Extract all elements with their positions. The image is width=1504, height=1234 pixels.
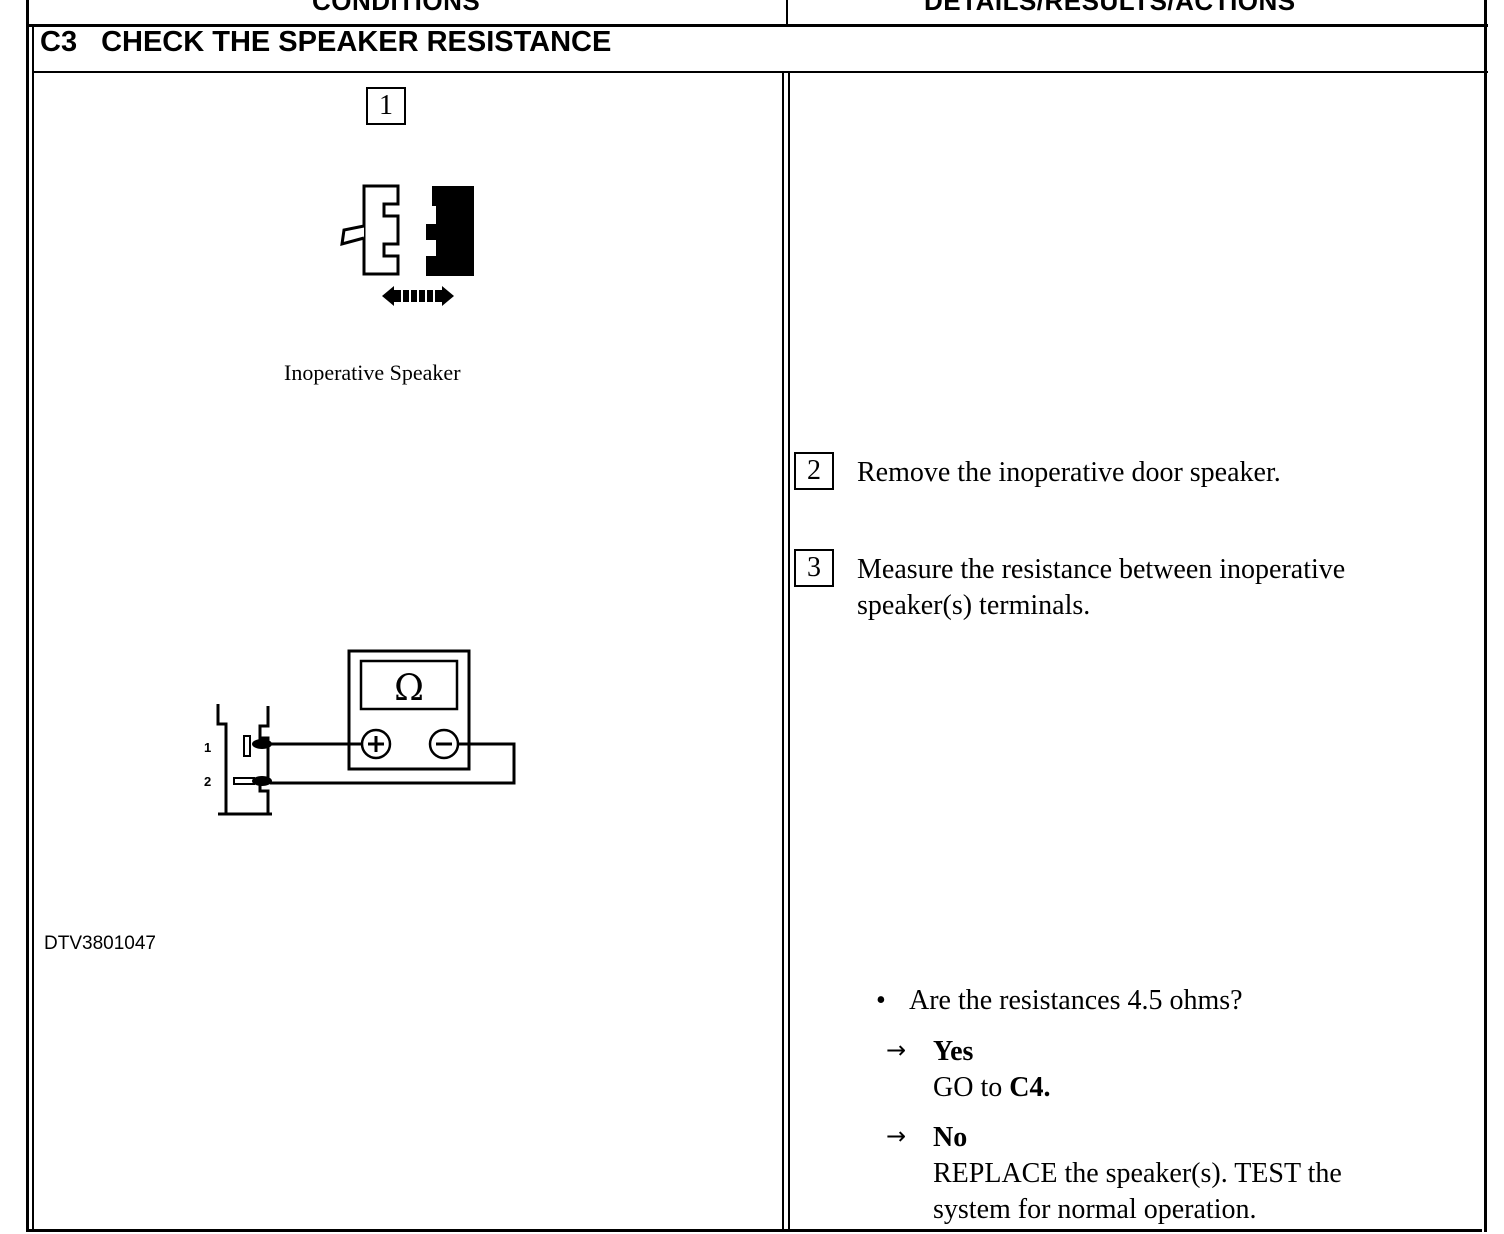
figure-id: DTV3801047	[44, 933, 156, 954]
table-border-top-header	[26, 24, 1488, 27]
no-action-line-1: REPLACE the speaker(s). TEST the	[933, 1158, 1342, 1189]
step-2-box: 2	[794, 452, 834, 490]
step-3-line-2: speaker(s) terminals.	[857, 590, 1091, 621]
ohmmeter-icon: Ω 1 2	[204, 649, 516, 816]
table-column-divider-inner	[788, 72, 790, 1232]
table-border-below-title	[32, 71, 1488, 73]
section-code: C3	[40, 26, 78, 58]
table-column-divider-header	[786, 0, 788, 26]
step-3-line-1: Measure the resistance between inoperati…	[857, 554, 1346, 585]
yes-label: Yes	[933, 1036, 974, 1067]
section-title: C3 CHECK THE SPEAKER RESISTANCE	[40, 26, 611, 59]
step-1-box: 1	[366, 87, 406, 125]
column-header-details: DETAILS/RESULTS/ACTIONS	[924, 0, 1296, 16]
no-action: REPLACE the speaker(s). TEST the system …	[933, 1156, 1342, 1228]
yes-action: GO to C4.	[933, 1070, 1050, 1106]
table-border-right	[1484, 0, 1487, 1232]
ohm-symbol: Ω	[394, 668, 424, 709]
yes-action-prefix: GO to	[933, 1072, 1010, 1103]
step-3-text: Measure the resistance between inoperati…	[857, 552, 1457, 624]
terminal-2-label: 2	[204, 774, 211, 789]
terminal-1-label: 1	[204, 740, 211, 755]
step-3-box: 3	[794, 549, 834, 587]
yes-action-target: C4.	[1009, 1072, 1051, 1103]
table-border-left-outer	[26, 0, 29, 1232]
no-action-line-2: system for normal operation.	[933, 1194, 1257, 1225]
question-text: Are the resistances 4.5 ohms?	[909, 985, 1243, 1016]
no-label: No	[933, 1122, 968, 1153]
connector-disconnect-icon	[340, 184, 474, 306]
no-arrow: →	[886, 1122, 907, 1150]
yes-arrow: →	[886, 1036, 907, 1064]
table-border-bottom	[26, 1229, 1482, 1232]
figure-caption: Inoperative Speaker	[284, 360, 461, 385]
table-column-divider	[782, 72, 784, 1232]
table-border-left-inner	[32, 26, 34, 1232]
bullet: •	[876, 985, 886, 1016]
column-header-conditions: CONDITIONS	[312, 0, 481, 16]
step-2-text: Remove the inoperative door speaker.	[857, 457, 1281, 488]
section-title-text: CHECK THE SPEAKER RESISTANCE	[101, 26, 612, 58]
